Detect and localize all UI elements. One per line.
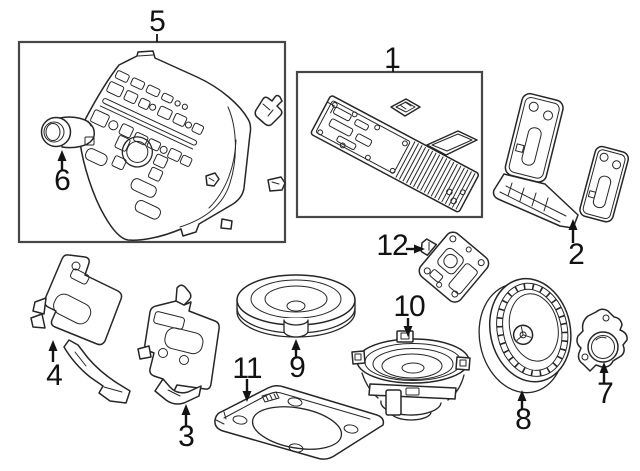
group-box-part-5 [17, 40, 287, 244]
part-5-control-panel [79, 50, 286, 241]
part-4-side-bracket [30, 254, 131, 404]
callout-arrow-9 [291, 339, 301, 350]
part-9-center-speaker [236, 274, 356, 338]
callout-arrow-12 [414, 244, 425, 254]
callout-arrow-10 [403, 326, 413, 337]
callout-label-8[interactable]: 8 [515, 403, 532, 436]
panel-center-knob [121, 136, 153, 168]
part-3-side-bracket [137, 284, 220, 405]
part-5-retainer-clip [254, 94, 283, 127]
callout-label-5[interactable]: 5 [149, 5, 166, 38]
part-6-knob [40, 116, 95, 149]
label-card-small [390, 98, 421, 117]
cd-slot [102, 98, 198, 146]
callout-label-12[interactable]: 12 [376, 229, 408, 262]
part-10-woofer-speaker [351, 330, 471, 421]
part-8-door-speaker [478, 277, 572, 394]
callout-label-10[interactable]: 10 [393, 290, 425, 323]
callout-label-9[interactable]: 9 [289, 351, 306, 384]
bracket-strap [63, 339, 131, 404]
part-12-amplifier-bracket [418, 231, 490, 303]
group-box-part-1 [295, 70, 484, 219]
callout-label-6[interactable]: 6 [54, 164, 71, 197]
part-1-radio-chassis [310, 95, 480, 213]
part-2-mounting-bracket [492, 92, 630, 229]
callout-label-4[interactable]: 4 [46, 359, 63, 392]
callout-arrow-3 [181, 404, 191, 415]
speaker-surround-hatching [496, 283, 568, 377]
callout-label-7[interactable]: 7 [597, 377, 614, 410]
part-11-mounting-plate [214, 384, 385, 460]
callout-label-11[interactable]: 11 [232, 352, 262, 385]
callout-label-1[interactable]: 1 [384, 42, 401, 75]
callout-arrow-11 [242, 391, 252, 402]
callout-label-2[interactable]: 2 [568, 238, 585, 271]
panel-buttons [84, 70, 205, 220]
callout-arrow-2 [568, 219, 578, 230]
callout-arrows [48, 34, 609, 426]
callout-arrow-6 [57, 150, 67, 161]
callout-arrow-4 [48, 340, 58, 351]
callout-label-3[interactable]: 3 [178, 420, 195, 453]
callout-arrow-7 [599, 362, 609, 373]
part-7-tweeter [576, 308, 628, 372]
callout-arrow-8 [517, 390, 527, 401]
